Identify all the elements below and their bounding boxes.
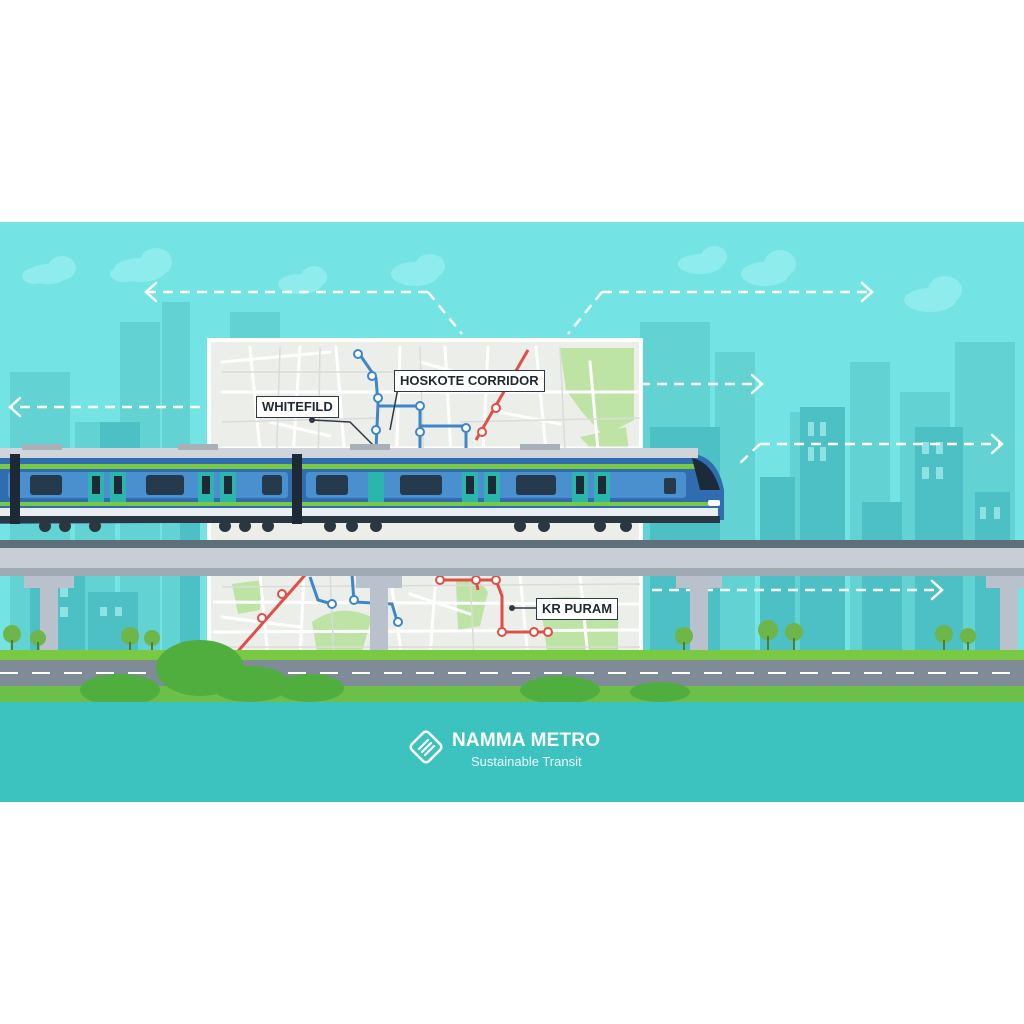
clouds xyxy=(22,246,962,312)
label-hoskote-corridor: HOSKOTE CORRIDOR xyxy=(394,370,545,392)
brand-name: NAMMA METRO xyxy=(452,730,601,751)
label-whitefield: WHITEFILD xyxy=(256,396,339,418)
footer-band xyxy=(0,702,1024,802)
blue-line-stations xyxy=(327,349,471,627)
namma-metro-logo-icon xyxy=(409,730,443,764)
label-kr-puram: KR PURAM xyxy=(536,598,619,620)
dashed-arrow-icon xyxy=(12,290,1000,592)
metro-train xyxy=(0,444,724,532)
brand-tagline: Sustainable Transit xyxy=(471,754,582,769)
label-dots xyxy=(309,417,515,611)
skyline-back xyxy=(10,302,1015,702)
brand-footer: NAMMA METRO Sustainable Transit xyxy=(0,702,1024,802)
arrow-heads xyxy=(8,281,1004,601)
bushes xyxy=(80,640,690,706)
metro-scene xyxy=(0,222,1024,802)
label-leaders xyxy=(311,387,538,609)
